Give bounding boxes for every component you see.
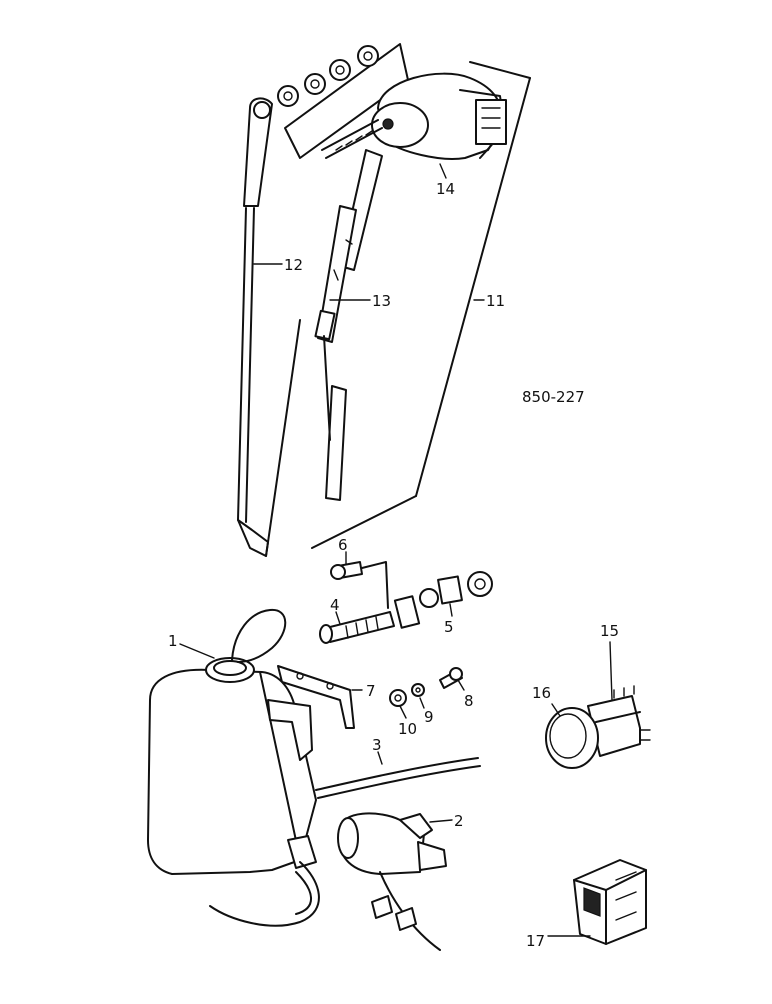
leader-lines (179, 163, 613, 937)
callout-labels: 1 2 3 4 5 6 7 8 9 10 11 12 13 14 15 16 1… (168, 180, 619, 950)
callout-6: 6 (338, 536, 348, 554)
callout-3: 3 (372, 736, 382, 754)
callout-10: 10 (398, 720, 417, 738)
callout-16: 16 (532, 684, 551, 702)
drawing-reference: 850-227 (522, 388, 585, 406)
wiper-motor (321, 72, 507, 160)
callout-13: 13 (372, 292, 391, 310)
callout-7: 7 (366, 682, 376, 700)
callout-14: 14 (436, 180, 455, 198)
fasteners (389, 667, 463, 707)
rocker-switch-with-knob (545, 685, 651, 769)
callout-11: 11 (486, 292, 505, 310)
rocker-switch (573, 859, 647, 945)
washer-reservoir (147, 608, 320, 927)
callout-5: 5 (444, 618, 454, 636)
callout-17: 17 (526, 932, 545, 950)
callout-2: 2 (454, 812, 464, 830)
callout-12: 12 (284, 256, 303, 274)
callout-8: 8 (464, 692, 474, 710)
callout-1: 1 (168, 632, 178, 650)
callout-9: 9 (424, 708, 434, 726)
washer-hose (315, 757, 481, 799)
callout-15: 15 (600, 622, 619, 640)
nut-set (277, 43, 409, 159)
callout-4: 4 (330, 596, 340, 614)
washer-pump (337, 812, 447, 951)
wiper-arm (237, 97, 301, 557)
wiper-blade (314, 149, 383, 501)
wheel-box-assembly (319, 561, 493, 644)
assembly-frame (311, 61, 531, 549)
